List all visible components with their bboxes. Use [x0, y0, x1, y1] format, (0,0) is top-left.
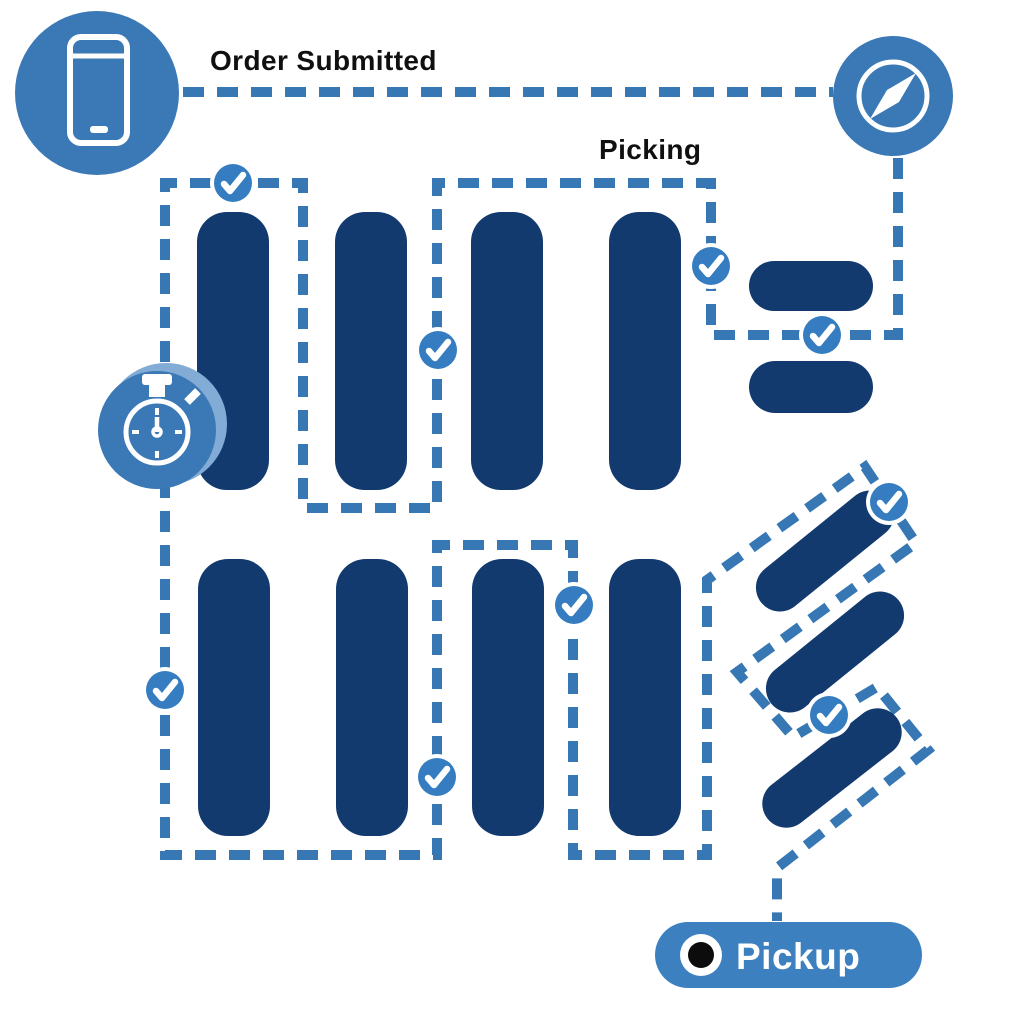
pickup-button-pill[interactable]: [655, 922, 922, 988]
checkmark-icon: [698, 254, 725, 278]
shelf-rack: [471, 212, 543, 490]
checkpoint-check-icon: [210, 160, 256, 206]
checkmark-icon: [220, 171, 247, 195]
shelf-group-horizontal: [749, 261, 873, 413]
icon-circle: [15, 11, 179, 175]
checkpoint-check-icon: [551, 582, 597, 628]
order-submitted-label: Order Submitted: [210, 45, 437, 76]
compass-icon: [856, 59, 930, 133]
checkmark-icon: [561, 593, 588, 617]
checkpoint-check-icon: [688, 243, 734, 289]
checkpoint-check-icon: [806, 692, 852, 738]
checkmark-icon: [425, 338, 452, 362]
checkmark-icon: [424, 765, 451, 789]
checkmark-icon: [152, 678, 179, 702]
shelf-rack: [335, 212, 407, 490]
shelf-rack: [472, 559, 544, 836]
shelf-rack: [749, 261, 873, 311]
checkmark-icon: [809, 323, 836, 347]
checkpoint-check-icon: [799, 312, 845, 358]
checkmark-icon: [816, 703, 843, 727]
shelf-rack: [765, 591, 905, 713]
shelf-rack: [609, 212, 681, 490]
picking-label: Picking: [599, 134, 701, 165]
timer-node: [98, 363, 227, 489]
checkpoint-check-icon: [142, 667, 188, 713]
picking-route-path: [160, 158, 936, 921]
shelf-rack: [609, 559, 681, 836]
checkpoint-check-icon: [415, 327, 461, 373]
checkpoints: [142, 160, 912, 800]
record-dot-icon: [680, 934, 722, 976]
checkpoint-check-icon: [866, 479, 912, 525]
shelf-rack: [198, 559, 270, 836]
shelf-rack: [762, 708, 902, 828]
pickup-button[interactable]: Pickup: [655, 922, 922, 988]
smartphone-icon: [67, 34, 130, 146]
shelf-rack: [336, 559, 408, 836]
order-start-node: [15, 11, 179, 175]
navigation-node: [833, 36, 953, 156]
stopwatch-icon: [123, 374, 201, 466]
checkmark-icon: [876, 490, 903, 514]
shelf-row-bottom: [198, 559, 681, 836]
checkpoint-check-icon: [414, 754, 460, 800]
shelf-rack: [755, 490, 895, 612]
shelf-rack: [749, 361, 873, 413]
pickup-button-label: Pickup: [736, 936, 860, 977]
shelf-group-diagonal: [755, 490, 905, 828]
